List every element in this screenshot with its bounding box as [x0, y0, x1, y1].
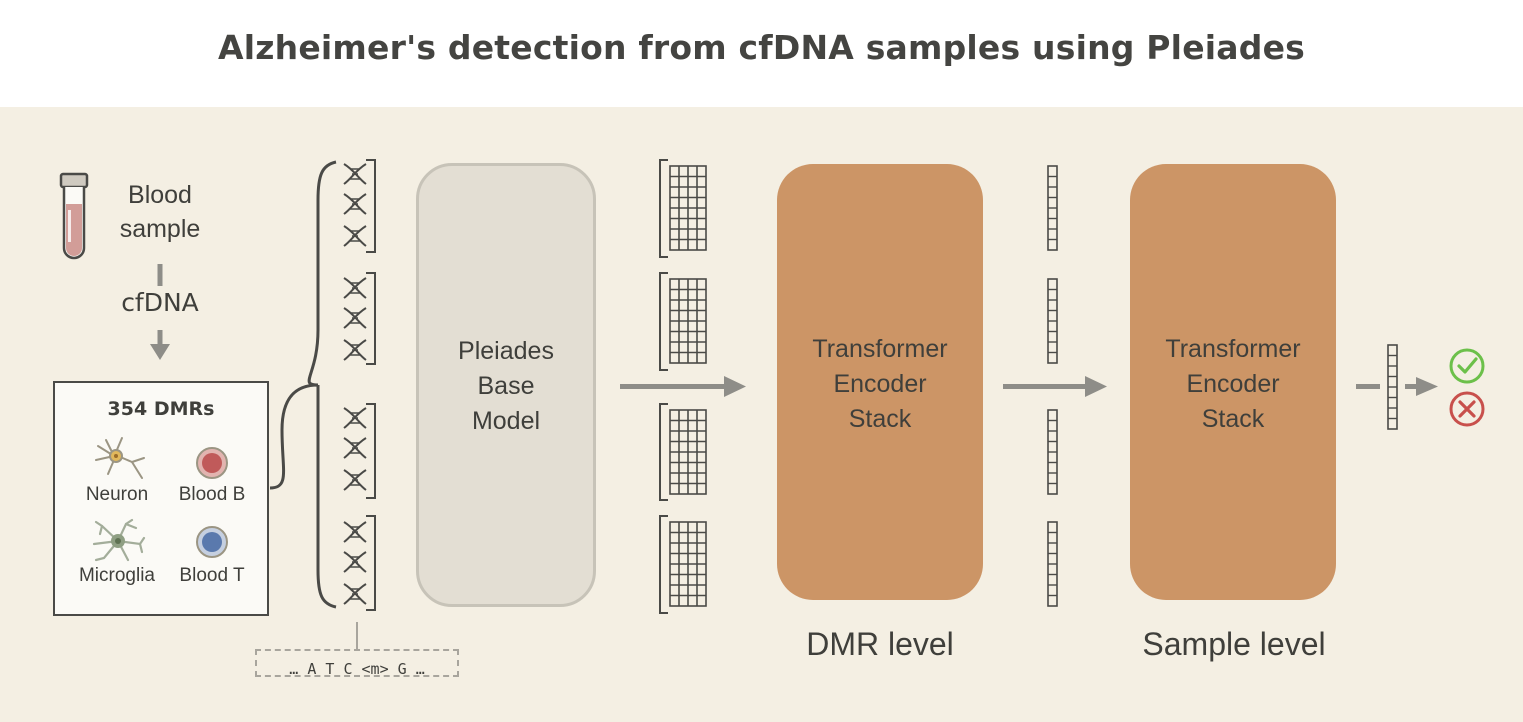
dmr-embedding-2 [1047, 278, 1058, 364]
dmr-count-label: 354 DMRs [107, 398, 215, 420]
dmr-embedding-1 [1047, 165, 1058, 251]
token-embedding-2 [659, 272, 707, 371]
check-circle-icon [1449, 348, 1485, 384]
dmr-encoder-line2: Encoder [833, 370, 927, 398]
arrow-pleiades-to-dmr [620, 376, 746, 397]
dmr-level-label: DMR level [806, 626, 954, 662]
token-embedding-4 [659, 515, 707, 614]
blood-t-label: Blood T [179, 565, 245, 586]
dna-group-3 [343, 403, 376, 499]
dmr-transformer-box [777, 164, 983, 600]
dmr-box [53, 381, 269, 616]
token-embedding-1 [659, 159, 707, 258]
pleiades-line2: Base [477, 372, 535, 400]
pleiades-label: Pleiades Base Model [416, 334, 596, 439]
cfdna-label: cfDNA [121, 288, 199, 317]
dna-group-4 [343, 515, 376, 611]
blood-tube-icon [59, 172, 89, 260]
sample-encoder-line3: Stack [1201, 405, 1265, 433]
pleiades-line1: Pleiades [458, 337, 554, 365]
x-circle-icon [1449, 391, 1485, 427]
dmr-transformer-label: Transformer Encoder Stack [777, 332, 983, 437]
blood-t-cell-icon [196, 526, 228, 558]
dmr-embedding-3 [1047, 409, 1058, 495]
page-title: Alzheimer's detection from cfDNA samples… [217, 28, 1305, 67]
dna-group-1 [343, 159, 376, 253]
dmr-brace [269, 160, 337, 609]
dmr-encoder-line1: Transformer [812, 335, 948, 363]
blood-b-label: Blood B [178, 484, 246, 505]
sample-encoder-line1: Transformer [1165, 335, 1301, 363]
sequence-box [255, 649, 459, 677]
arrow-dmr-to-sample [1003, 376, 1107, 397]
microglia-label: Microglia [78, 565, 156, 586]
dmr-encoder-line3: Stack [848, 405, 912, 433]
sample-transformer-label: Transformer Encoder Stack [1130, 332, 1336, 437]
pleiades-base-model-box [416, 163, 596, 607]
dmr-embedding-4 [1047, 521, 1058, 607]
blood-label-line2: sample [119, 215, 201, 243]
arrow-to-prediction [1356, 377, 1438, 396]
sample-transformer-box [1130, 164, 1336, 600]
sample-encoder-line2: Encoder [1186, 370, 1280, 398]
dna-group-2 [343, 272, 376, 365]
pleiades-line3: Model [471, 407, 541, 435]
blood-sample-label: Blood sample [100, 178, 220, 246]
neuron-label: Neuron [85, 484, 149, 505]
blood-b-cell-icon [196, 447, 228, 479]
sample-level-label: Sample level [1142, 626, 1326, 662]
microglia-icon [92, 518, 146, 562]
sample-embedding [1387, 344, 1398, 430]
blood-label-line1: Blood [128, 181, 192, 209]
sequence-text: … A T C <m> G … [289, 660, 425, 678]
neuron-icon [95, 437, 145, 479]
cfdna-arrow [150, 264, 170, 360]
token-embedding-3 [659, 403, 707, 501]
